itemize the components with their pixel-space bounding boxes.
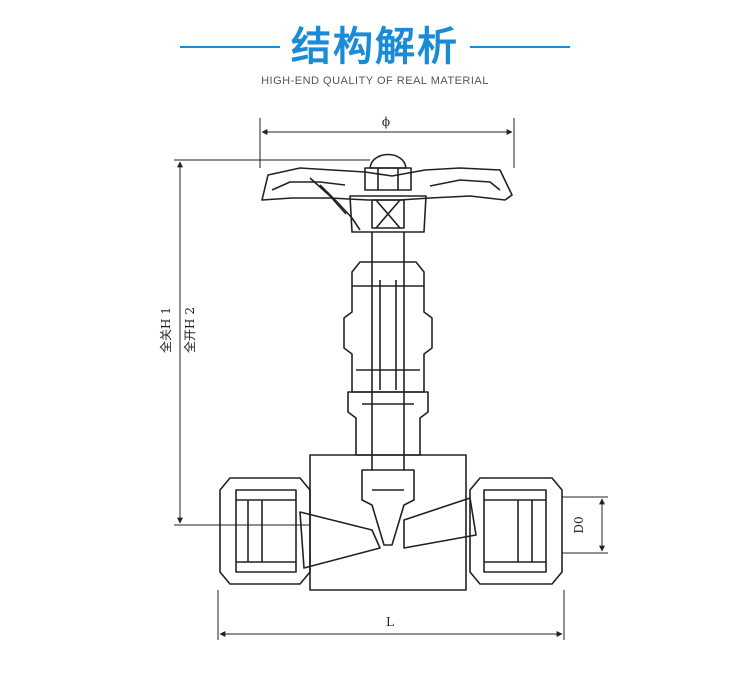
valve-body — [299, 454, 477, 591]
valve-stem — [371, 232, 405, 470]
dimension-phi: ϕ — [382, 115, 390, 129]
title-rule-left — [180, 46, 280, 48]
header: 结构解析 HIGH-END QUALITY OF REAL MATERIAL — [0, 0, 750, 100]
dimension-H2: 全开H 2 — [182, 307, 197, 353]
left-fitting — [219, 477, 311, 585]
page-subtitle: HIGH-END QUALITY OF REAL MATERIAL — [261, 75, 489, 87]
dimension-H1: 全关H 1 — [158, 307, 173, 353]
right-fitting — [469, 477, 563, 585]
bonnet — [343, 261, 433, 456]
handwheel — [261, 153, 513, 233]
page-title: 结构解析 — [291, 24, 459, 70]
dimension-L: L — [386, 615, 394, 629]
title-rule-right — [470, 46, 570, 48]
dimension-D0: D0 — [572, 516, 586, 533]
